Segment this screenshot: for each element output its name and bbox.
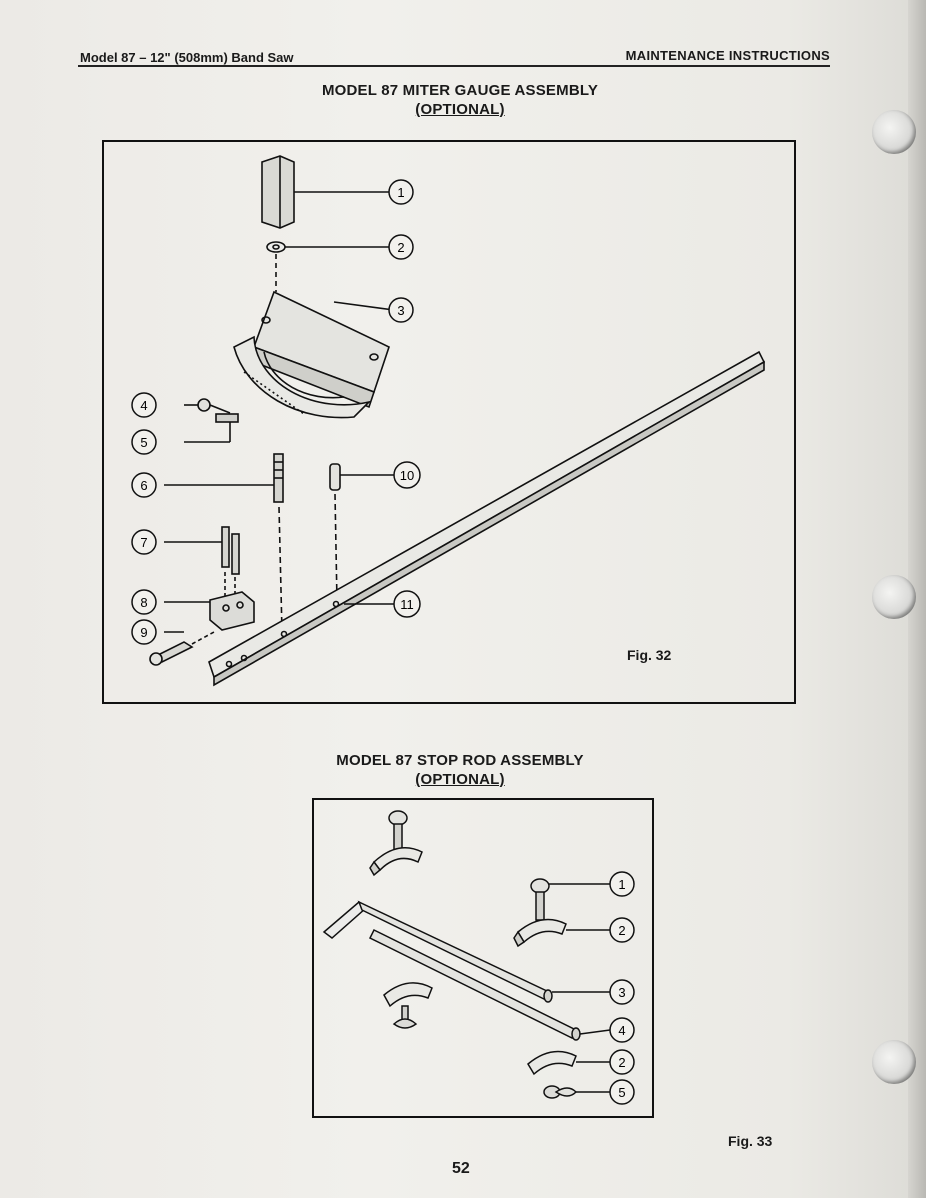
- washer-part: [266, 241, 392, 292]
- svg-text:2: 2: [618, 923, 625, 938]
- svg-text:2: 2: [618, 1055, 625, 1070]
- wing-nut-part: [543, 1085, 610, 1099]
- stop-bolt-part: [149, 631, 215, 666]
- pivot-screws-part: [184, 398, 239, 443]
- callout-5: 5: [609, 1079, 635, 1105]
- stop-block-part: [164, 591, 255, 631]
- callout-7: 7: [131, 529, 157, 555]
- fig32-subtitle: (OPTIONAL): [415, 101, 505, 118]
- fig32-title-text: MODEL 87 MITER GAUGE ASSEMBLY: [321, 82, 599, 99]
- svg-text:1: 1: [618, 877, 625, 892]
- callout-4: 4: [609, 1017, 635, 1043]
- top-clamp-part: [369, 810, 423, 877]
- miter-bar-part: [208, 350, 766, 687]
- svg-text:3: 3: [397, 303, 404, 318]
- callout-2: 2: [388, 234, 414, 260]
- svg-text:6: 6: [140, 478, 147, 493]
- header-divider: [78, 65, 830, 67]
- fig32-callouts: 1 2 3 4 5 6 7 8 9 10 11: [131, 179, 421, 645]
- svg-text:7: 7: [140, 535, 147, 550]
- fig33-title-text: MODEL 87 STOP ROD ASSEMBLY: [336, 752, 584, 769]
- svg-text:4: 4: [618, 1023, 625, 1038]
- miter-head-part: [233, 290, 395, 419]
- svg-text:5: 5: [140, 435, 147, 450]
- svg-text:4: 4: [140, 398, 147, 413]
- callout-10: 10: [393, 461, 421, 489]
- stop-screws-part: [164, 526, 240, 602]
- svg-text:8: 8: [140, 595, 147, 610]
- stop-rod-part: [322, 900, 610, 1003]
- fig32-frame: 1 2 3 4 5 6 7 8 9 10 11 Fig. 32: [102, 140, 796, 704]
- fig32-title: MODEL 87 MITER GAUGE ASSEMBLY (OPTIONAL): [300, 82, 620, 118]
- svg-text:2: 2: [397, 240, 404, 255]
- callout-11: 11: [393, 590, 421, 618]
- binder-hole: [872, 575, 916, 619]
- svg-text:5: 5: [618, 1085, 625, 1100]
- callout-6: 6: [131, 472, 157, 498]
- handle-part: [261, 155, 394, 229]
- lower-clamp-part: [383, 982, 433, 1029]
- svg-text:9: 9: [140, 625, 147, 640]
- clamp-part: [513, 918, 610, 948]
- callout-2: 2: [609, 917, 635, 943]
- stud-part: [164, 453, 284, 633]
- fig33-frame: 1 2 3 4 2 5: [312, 798, 654, 1118]
- callout-1: 1: [609, 871, 635, 897]
- svg-text:1: 1: [397, 185, 404, 200]
- fig33-callouts: 1 2 3 4 2 5: [609, 871, 635, 1105]
- callout-3: 3: [388, 297, 414, 323]
- header-model: Model 87 – 12" (508mm) Band Saw: [80, 50, 294, 65]
- svg-text:3: 3: [618, 985, 625, 1000]
- binder-hole: [872, 1040, 916, 1084]
- callout-9: 9: [131, 619, 157, 645]
- svg-text:10: 10: [400, 468, 414, 483]
- binder-hole: [872, 110, 916, 154]
- fig33-label: Fig. 33: [728, 1133, 773, 1149]
- page-number: 52: [452, 1160, 470, 1177]
- clamp-bolt-part: [530, 878, 610, 921]
- callout-5: 5: [131, 429, 157, 455]
- miter-gauge-drawing: 1 2 3 4 5 6 7 8 9 10 11: [131, 155, 766, 687]
- stop-rod-drawing: 1 2 3 4 2 5: [322, 810, 635, 1105]
- lower-clamp-2-part: [527, 1050, 610, 1076]
- fig32-label: Fig. 32: [627, 647, 672, 663]
- page-edge: [908, 0, 926, 1198]
- callout-4: 4: [131, 392, 157, 418]
- header-section: MAINTENANCE INSTRUCTIONS: [625, 48, 830, 63]
- pin-part: [329, 463, 394, 603]
- svg-text:11: 11: [400, 597, 414, 612]
- support-rod-part: [368, 928, 611, 1041]
- callout-8: 8: [131, 589, 157, 615]
- callout-1: 1: [388, 179, 414, 205]
- fig33-subtitle: (OPTIONAL): [415, 771, 505, 788]
- callout-2b: 2: [609, 1049, 635, 1075]
- fig33-title: MODEL 87 STOP ROD ASSEMBLY (OPTIONAL): [310, 752, 610, 788]
- callout-3: 3: [609, 979, 635, 1005]
